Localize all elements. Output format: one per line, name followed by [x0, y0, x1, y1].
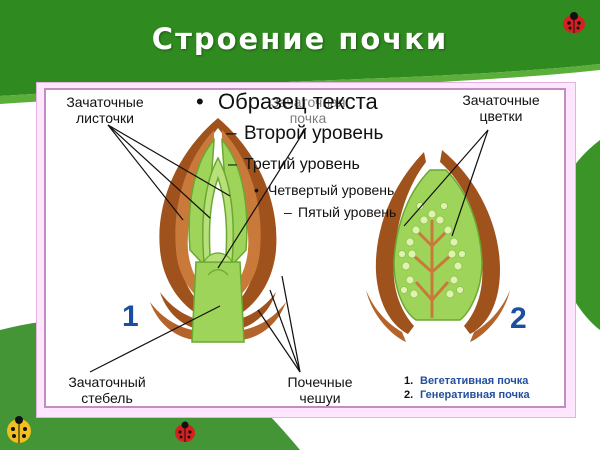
placeholder-level-5[interactable]: –Пятый уровень: [284, 204, 397, 220]
ladybug-icon: [7, 416, 31, 443]
placeholder-level-3[interactable]: –Третий уровень: [228, 156, 360, 173]
placeholder-level-2[interactable]: –Второй уровень: [226, 123, 384, 144]
placeholder-level-1[interactable]: •Образец текста: [196, 89, 378, 114]
label-embryonic-flowers: Зачаточные цветки: [462, 92, 540, 124]
slide-title: Строение почки: [151, 22, 449, 56]
label-embryonic-bud: Зачаточная почка: [270, 94, 346, 126]
placeholder-level-4[interactable]: •Четвертый уровень: [254, 182, 395, 198]
label-pointer-lines: [89, 124, 489, 373]
legend-item: 1.Вегетативная почка: [404, 375, 529, 387]
generative-bud: [366, 150, 510, 342]
label-embryonic-leaflets: Зачаточные листочки: [66, 94, 144, 126]
vegetative-bud: [150, 118, 286, 343]
number-vegetative-bud: 1: [122, 300, 139, 333]
ladybug-icon: [563, 12, 585, 33]
label-bud-scales: Почечные чешуи: [287, 374, 353, 406]
legend: 1.Вегетативная почка 2.Генеративная почк…: [404, 374, 530, 402]
label-embryonic-stem: Зачаточный стебель: [68, 374, 146, 406]
legend-item: 2.Генеративная почка: [404, 389, 530, 401]
ladybug-icon: [175, 421, 195, 442]
flower-bud-cluster: [398, 202, 466, 299]
number-generative-bud: 2: [510, 302, 527, 335]
